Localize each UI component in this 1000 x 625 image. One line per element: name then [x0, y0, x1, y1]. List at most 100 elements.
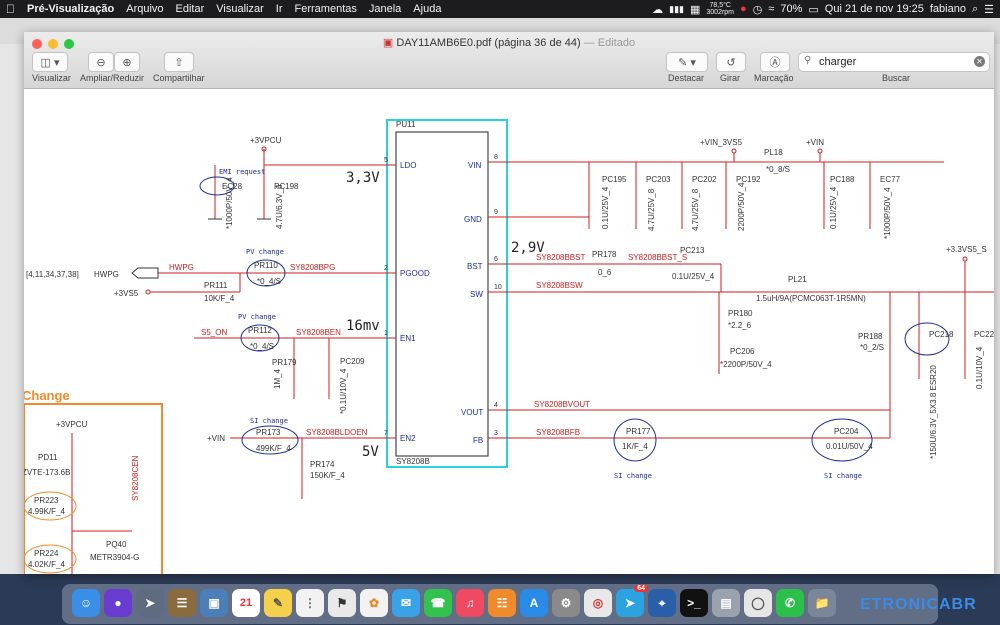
battery-icon[interactable]: ▭ [808, 3, 819, 16]
calendar-icon[interactable]: 21 [232, 589, 260, 617]
rail-vin: +VIN [806, 138, 824, 147]
menu-arquivo[interactable]: Arquivo [117, 3, 163, 15]
window-toolbar: ▣ DAY11AMB6E0.pdf (página 36 de 44) — Ed… [24, 32, 994, 89]
menu-editar[interactable]: Editar [166, 3, 205, 15]
maps-icon[interactable]: ⚑ [328, 589, 356, 617]
system-preferences-icon[interactable]: ⚙ [552, 589, 580, 617]
pl21-val: 1.5uH/9A(PCMC063T-1R5MN) [756, 294, 866, 303]
menu-ir[interactable]: Ir [266, 3, 283, 15]
menu-app-name[interactable]: Pré-Visualização [18, 3, 114, 15]
pr110-val: *0_4/S [257, 277, 281, 286]
pq40-val: METR3904-G [90, 553, 139, 562]
change-rail: +3VPCU [56, 420, 88, 429]
ec28-ref: EC28 [222, 182, 243, 191]
zoom-in-button[interactable]: ⊕ [114, 52, 140, 72]
reminders-icon[interactable]: ⋮ [296, 589, 324, 617]
highlight-button[interactable]: ✎ ▾ [666, 52, 708, 72]
background-window-edge-right [994, 44, 1000, 574]
zoom-out-button[interactable]: ⊖ [88, 52, 114, 72]
wifi-bars-icon[interactable]: ▮▮▮ [669, 3, 684, 14]
battery-percent[interactable]: 70% [780, 3, 803, 15]
pin-num-ldo: 5 [384, 157, 388, 164]
list-icon[interactable]: ☰ [984, 3, 994, 16]
cloud-icon[interactable]: ☁ [652, 3, 664, 16]
pr112-ref: PR112 [248, 326, 272, 335]
pc206-val: *2200P/50V_4 [720, 360, 772, 369]
pin-num-pgood: 2 [384, 265, 388, 272]
pr173-ref: PR173 [256, 428, 281, 437]
annotation-en1: 16mv [346, 318, 380, 334]
user-name[interactable]: fabiano [929, 3, 966, 15]
ec28-val: *1000P/50V_4 [225, 177, 234, 229]
wifi-icon[interactable]: ≈ [768, 3, 775, 15]
facetime-icon[interactable]: ☎ [424, 589, 452, 617]
pc204-ref: PC204 [834, 427, 859, 436]
pdf-page[interactable]: .w{stroke:#d21c1c;stroke-width:1;fill:no… [24, 89, 994, 574]
search-icon[interactable]: ⌕ [971, 2, 979, 15]
chrome-icon[interactable]: ◎ [584, 589, 612, 617]
chip-icon[interactable]: ▦ [689, 3, 701, 16]
pr173-val: 499K/F_4 [256, 444, 291, 453]
pc22x-ref: PC22 [974, 330, 994, 339]
menu-visualizar[interactable]: Visualizar [207, 3, 264, 15]
network-app-icon[interactable]: ⌖ [648, 589, 676, 617]
cpu-temp: 78,5°C [709, 2, 731, 9]
menu-clock[interactable]: Qui 21 de nov 19:25 [824, 3, 924, 15]
folder-icon[interactable]: 📁 [808, 589, 836, 617]
whatsapp-icon[interactable]: ✆ [776, 589, 804, 617]
pin-sw: SW [470, 290, 483, 299]
pc195-val: 0.1U/25V_4 [601, 186, 610, 229]
pr174-ref: PR174 [310, 460, 335, 469]
terminal-icon[interactable]: >_ [680, 589, 708, 617]
rail-3vpcu: +3VPCU [250, 136, 282, 145]
pr179-ref: PR179 [272, 358, 297, 367]
notes-app-icon[interactable]: ☰ [168, 589, 196, 617]
finder-icon[interactable]: ☺ [72, 589, 100, 617]
apple-icon[interactable]:  [0, 2, 21, 16]
hwpg-port: HWPG [94, 270, 119, 279]
chip-body [395, 131, 489, 457]
pencil-icon: ✎ ▾ [678, 56, 696, 69]
share-button[interactable]: ⇧ [164, 52, 194, 72]
disk-utility-icon[interactable]: ▤ [712, 589, 740, 617]
search-field[interactable]: ⚲ charger ✕ [798, 52, 990, 72]
sidebar-view-button[interactable]: ◫ ▾ [32, 52, 68, 72]
music-icon[interactable]: ♫ [456, 589, 484, 617]
rotate-icon: ↺ [726, 56, 736, 69]
pc218-ref: PC218 [929, 330, 954, 339]
preview-app-icon[interactable]: ▣ [200, 589, 228, 617]
circle-app-icon[interactable]: ◯ [744, 589, 772, 617]
photos-icon[interactable]: ✿ [360, 589, 388, 617]
zoom-window-button[interactable] [64, 39, 74, 49]
messages-icon[interactable]: ✉ [392, 589, 420, 617]
note-si1: SI change [250, 417, 288, 425]
clock-icon[interactable]: ◷ [752, 3, 763, 16]
app-badge-icon[interactable]: ● [740, 3, 747, 15]
pin-bst: BST [467, 262, 483, 271]
note-si2: SI change [614, 472, 652, 480]
minimize-window-button[interactable] [48, 39, 58, 49]
stickies-icon[interactable]: ✎ [264, 589, 292, 617]
clear-search-icon[interactable]: ✕ [974, 56, 985, 67]
pr223-ref: PR223 [34, 496, 59, 505]
markup-icon: Ⓐ [769, 57, 781, 69]
telegram-icon[interactable]: ➤64 [616, 585, 648, 617]
search-input[interactable]: charger [819, 56, 857, 68]
pc203-val: 4.7U/25V_8 [647, 188, 656, 231]
books-icon[interactable]: ☷ [488, 589, 516, 617]
pr224-val: 4.02K/F_4 [28, 560, 65, 569]
rotate-button[interactable]: ↺ [716, 52, 746, 72]
launchpad-icon[interactable]: ➤ [136, 589, 164, 617]
annotation-bst: 2,9V [511, 240, 545, 256]
close-window-button[interactable] [32, 39, 42, 49]
pc198-val: 4.7U/6.3V_6 [275, 184, 284, 229]
pr178-ref: PR178 [592, 250, 617, 259]
markup-button[interactable]: Ⓐ [760, 52, 790, 72]
app-store-icon[interactable]: A [520, 589, 548, 617]
window-title[interactable]: ▣ DAY11AMB6E0.pdf (página 36 de 44) — Ed… [24, 36, 994, 49]
menu-ajuda[interactable]: Ajuda [404, 3, 441, 15]
siri-icon[interactable]: ● [104, 589, 132, 617]
menu-ferramentas[interactable]: Ferramentas [285, 3, 357, 15]
menu-janela[interactable]: Janela [359, 3, 401, 15]
